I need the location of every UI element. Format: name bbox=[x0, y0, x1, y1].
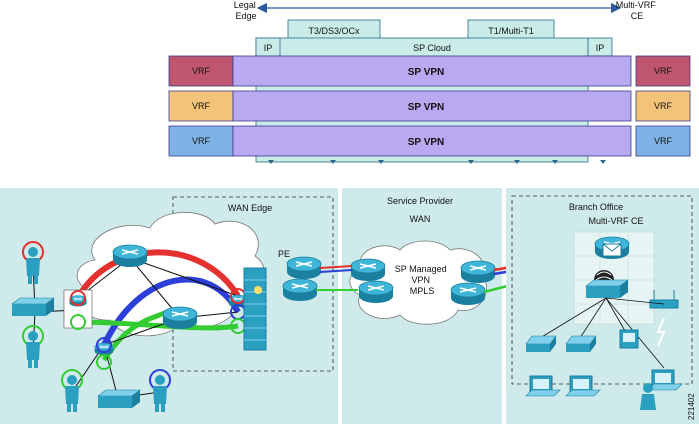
multi-vrf-ce-router bbox=[594, 236, 630, 260]
vrf-left-label: VRF bbox=[192, 66, 211, 76]
ip-phone-left bbox=[525, 335, 557, 353]
band-tick-marks bbox=[268, 160, 606, 164]
sp-vpn-label: SP VPN bbox=[408, 137, 445, 148]
red-vrf-path bbox=[75, 249, 241, 300]
circuit-right-label: T1/Multi-T1 bbox=[488, 26, 534, 36]
sp-cloud-text: SP Managed VPN MPLS bbox=[395, 264, 449, 296]
sp-router-right-top bbox=[460, 260, 496, 284]
pe-label: PE bbox=[278, 249, 290, 259]
vrf-left-label: VRF bbox=[192, 101, 211, 111]
figure-id: 221402 bbox=[687, 393, 696, 420]
core-router-bottom bbox=[162, 306, 198, 330]
top-band-diagram: Legal Edge Multi-VRF CE T3/DS3/OCx T1/Mu… bbox=[168, 0, 691, 164]
sp-vpn-bar bbox=[232, 90, 632, 122]
branch-boundary bbox=[511, 195, 693, 385]
vpn-row-2: VRF SP VPN VRF bbox=[168, 90, 691, 122]
ip-phone-right bbox=[565, 335, 597, 353]
pe-router-top bbox=[286, 256, 322, 280]
user-green-bottom bbox=[61, 369, 83, 412]
vrf-right-label: VRF bbox=[654, 66, 673, 76]
vrf-box-right bbox=[635, 125, 691, 157]
branch-office-label: Branch Office bbox=[569, 202, 623, 212]
vrf-edge-router-bottom bbox=[94, 337, 114, 370]
sp-vpn-bar bbox=[232, 125, 632, 157]
service-provider-label: Service Provider bbox=[387, 196, 453, 206]
wireless-bolt-icon bbox=[656, 317, 666, 347]
vrf-box-right bbox=[635, 90, 691, 122]
vrf-right-label: VRF bbox=[654, 136, 673, 146]
vpn-row-3: VRF SP VPN VRF bbox=[168, 125, 691, 157]
vrf-box-left bbox=[168, 55, 234, 87]
vrf-box-left bbox=[168, 125, 234, 157]
blue-vrf-path bbox=[101, 276, 241, 347]
wan-label: WAN bbox=[410, 214, 431, 224]
sp-router-left-top bbox=[350, 258, 386, 282]
user-green-left bbox=[22, 325, 44, 368]
vpn-row-1: VRF SP VPN VRF bbox=[168, 55, 691, 87]
legal-edge-label: Legal Edge bbox=[234, 0, 259, 21]
multi-vrf-ce-label: Multi-VRF CE bbox=[616, 0, 659, 21]
ip-left-label: IP bbox=[264, 43, 273, 53]
branch-office-panel: Branch Office Multi-VRF CE bbox=[506, 188, 699, 424]
pe-router-bottom bbox=[282, 278, 318, 302]
access-switch-left bbox=[11, 297, 55, 317]
sp-vpn-label: SP VPN bbox=[408, 102, 445, 113]
wireless-user bbox=[640, 369, 683, 410]
ip-right-label: IP bbox=[596, 43, 605, 53]
vrf-right-label: VRF bbox=[654, 101, 673, 111]
ip-server bbox=[619, 329, 639, 349]
circuit-left-label: T3/DS3/OCx bbox=[308, 26, 360, 36]
service-provider-panel: Service Provider WAN SP Managed VPN MPLS bbox=[342, 188, 502, 424]
firewall-stack bbox=[243, 267, 267, 351]
multi-vrf-ce-device-label: Multi-VRF CE bbox=[588, 216, 643, 226]
wan-edge-panel: WAN Edge bbox=[0, 188, 338, 424]
access-switch-bottom bbox=[97, 389, 141, 409]
vrf-edge-router-left bbox=[63, 289, 93, 330]
branch-switch bbox=[585, 279, 629, 299]
vrf-box-right bbox=[635, 55, 691, 87]
sp-vpn-bar bbox=[232, 55, 632, 87]
sp-vpn-label: SP VPN bbox=[408, 67, 445, 78]
sp-router-right-bottom bbox=[450, 282, 486, 306]
core-router-top bbox=[112, 244, 148, 268]
user-red bbox=[22, 241, 44, 284]
sp-cloud-label: SP Cloud bbox=[413, 43, 451, 53]
user-blue bbox=[149, 369, 171, 412]
sp-router-left-bottom bbox=[358, 280, 394, 304]
wan-edge-label: WAN Edge bbox=[228, 203, 272, 213]
sp-mpls-cloud bbox=[349, 240, 487, 325]
vrf-left-label: VRF bbox=[192, 136, 211, 146]
